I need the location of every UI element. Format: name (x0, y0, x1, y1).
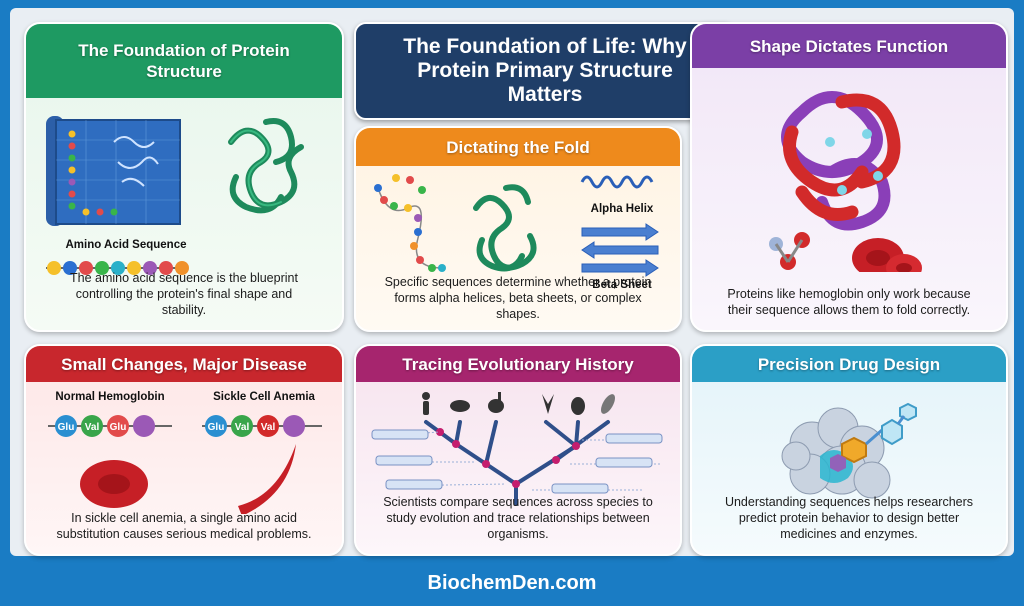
card-evolution: Tracing Evolutionary History (354, 344, 682, 556)
card-fold: Dictating the Fold Alpha Helix Beta Shee… (354, 126, 682, 332)
card-shape-title: Shape Dictates Function (692, 24, 1006, 68)
card-foundation: The Foundation of Protein Structure A (24, 22, 344, 332)
normal-residue-1: Glu (58, 422, 75, 433)
normal-residue-3: Glu (110, 422, 127, 433)
normal-hemoglobin-label: Normal Hemoglobin (55, 391, 164, 403)
sickle-residue-2: Val (235, 422, 250, 433)
alpha-helix-label: Alpha Helix (591, 203, 654, 215)
normal-residue-2: Val (85, 422, 100, 433)
card-foundation-caption: The amino acid sequence is the blueprint… (70, 271, 298, 317)
page-title: The Foundation of Life: Why Protein Prim… (354, 22, 736, 120)
sickle-residue-3: Val (261, 422, 276, 433)
hemoglobin-illustration (769, 91, 922, 272)
card-drug: Precision Drug Design Understanding sequ… (690, 344, 1008, 556)
card-evolution-title: Tracing Evolutionary History (356, 346, 680, 382)
card-disease-title: Small Changes, Major Disease (26, 346, 342, 382)
card-drug-title: Precision Drug Design (692, 346, 1006, 382)
fold-illustration: Alpha Helix Beta Sheet (374, 174, 659, 288)
drug-binding-illustration (781, 402, 917, 499)
card-drug-caption: Understanding sequences helps researcher… (724, 495, 974, 541)
card-fold-title: Dictating the Fold (356, 128, 680, 166)
phylogenetic-tree (371, 392, 663, 506)
disease-illustration: Normal Hemoglobin Sickle Cell Anemia Glu… (48, 391, 322, 514)
sickle-cell-label: Sickle Cell Anemia (213, 391, 315, 403)
card-disease-caption: In sickle cell anemia, a single amino ac… (56, 511, 312, 541)
card-shape: Shape Dictates Function Proteins like he… (690, 22, 1008, 332)
card-disease: Small Changes, Major Disease Normal Hemo… (24, 344, 344, 556)
amino-acid-sequence-label: Amino Acid Sequence (66, 239, 187, 251)
blueprint-illustration: Amino Acid Sequence (46, 116, 304, 275)
card-shape-caption: Proteins like hemoglobin only work becau… (727, 287, 971, 317)
card-fold-caption: Specific sequences determine whether a p… (384, 275, 652, 321)
footer-site-name[interactable]: BiochemDen.com (427, 571, 597, 594)
sickle-residue-1: Glu (208, 422, 225, 433)
card-foundation-title: The Foundation of Protein Structure (26, 24, 342, 98)
beta-sheet-label: Beta Sheet (592, 279, 652, 288)
card-evolution-caption: Scientists compare sequences across spec… (383, 495, 653, 541)
